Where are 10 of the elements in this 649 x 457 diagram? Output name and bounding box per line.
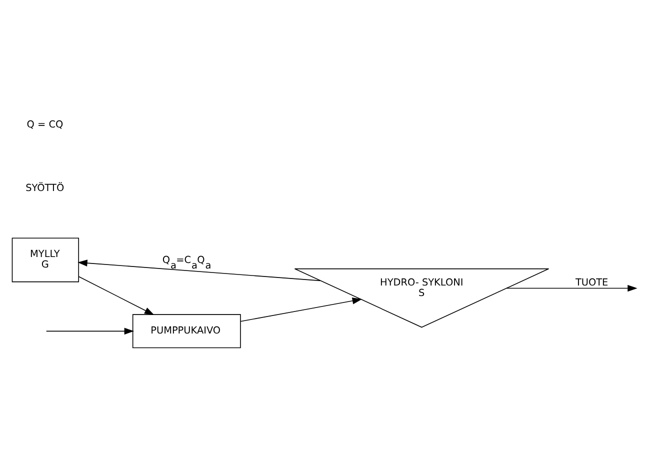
node-box: PUMPPUKAIVO xyxy=(132,314,241,348)
arrow xyxy=(506,284,638,292)
arrow xyxy=(240,297,362,322)
arrow xyxy=(78,276,154,315)
label: SYÖTTÖ xyxy=(26,182,64,194)
arrow xyxy=(78,259,321,281)
edge-label: TUOTE xyxy=(575,277,608,288)
label: Q = CQ xyxy=(26,118,64,130)
node-box: MYLLY G xyxy=(12,237,79,282)
arrow xyxy=(46,327,134,334)
